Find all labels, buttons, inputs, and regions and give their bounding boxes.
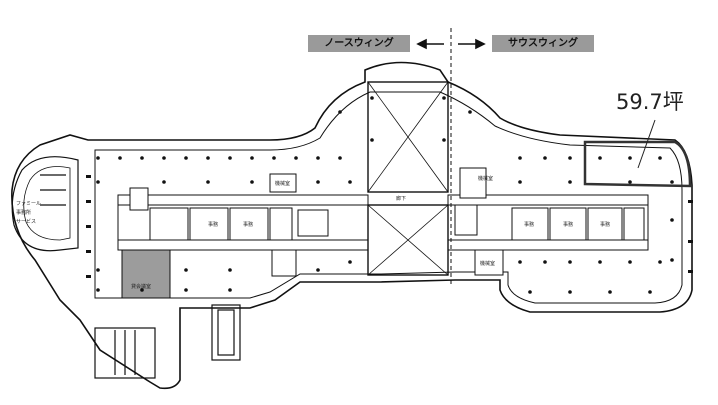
atrium bbox=[367, 81, 449, 276]
north-offices bbox=[129, 173, 329, 277]
office-south-2-label: 事務 bbox=[563, 221, 573, 228]
mech-room-south-label: 機械室 bbox=[480, 260, 495, 267]
perimeter-ticks bbox=[86, 175, 693, 278]
office-south-3-label: 事務 bbox=[600, 221, 610, 228]
rental-room bbox=[121, 249, 171, 299]
area-pointer bbox=[637, 119, 656, 169]
left-annex-text-3: サービス bbox=[16, 218, 36, 225]
wing-arrows bbox=[416, 38, 486, 50]
lower-annex bbox=[94, 304, 241, 379]
south-offices bbox=[454, 167, 645, 276]
south-wing-label: サウスウィング bbox=[492, 35, 594, 52]
outer-walls bbox=[11, 61, 693, 390]
left-annex-text-2: 事務所 bbox=[16, 209, 31, 216]
outer-outline bbox=[11, 61, 693, 390]
office-south-1-label: 事務 bbox=[524, 221, 534, 228]
mech-room-south2-label: 機械室 bbox=[478, 175, 493, 182]
office-north-2-label: 事務 bbox=[243, 221, 253, 228]
columns bbox=[96, 96, 674, 294]
left-annex-text-1: ファミール bbox=[16, 201, 41, 207]
area-label: 59.7坪 bbox=[616, 90, 684, 114]
corridor-label: 廊下 bbox=[396, 195, 406, 202]
left-annex bbox=[11, 156, 79, 252]
rental-room-label: 貸会議室 bbox=[131, 283, 151, 290]
office-north-1-label: 事務 bbox=[208, 221, 218, 228]
rental-space-highlight bbox=[583, 140, 692, 188]
north-wing-label: ノースウィング bbox=[308, 35, 410, 52]
mech-room-north-label: 機械室 bbox=[275, 180, 290, 187]
inner-outline bbox=[94, 91, 683, 304]
